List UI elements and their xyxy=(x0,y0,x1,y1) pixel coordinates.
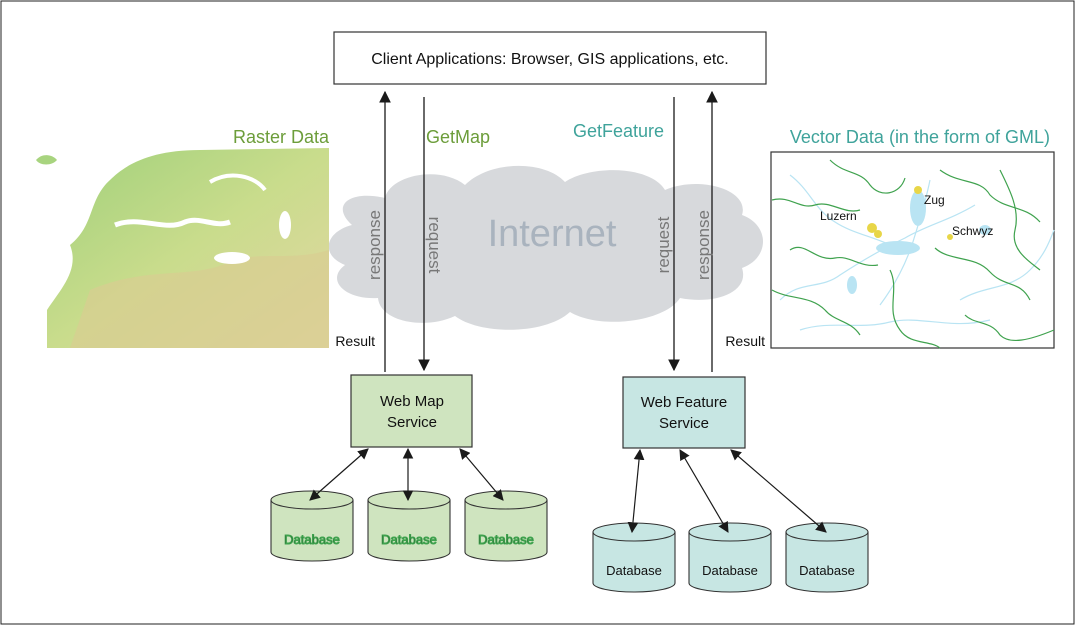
web-map-service-box xyxy=(350,374,473,448)
getfeature-label: GetFeature xyxy=(573,121,664,141)
raster-map xyxy=(36,148,329,348)
place-label-zug: Zug xyxy=(924,193,945,207)
zug-marker xyxy=(914,186,922,194)
wfs-response-text: response xyxy=(694,210,713,280)
wms-db3-arrow xyxy=(459,448,504,501)
getmap-label: GetMap xyxy=(426,127,490,147)
wms-database-2-label: Database xyxy=(381,532,437,547)
lake-lucerne xyxy=(876,241,920,255)
luzern-marker xyxy=(867,223,877,233)
wms-database-3-label: Database xyxy=(478,532,534,547)
wms-database-2: Database xyxy=(367,490,451,562)
wfs-database-1: Database xyxy=(592,522,676,593)
wms-request-text: request xyxy=(425,217,444,274)
schwyz-marker xyxy=(947,234,953,240)
wfs-database-2-label: Database xyxy=(702,563,758,578)
internet-label: Internet xyxy=(488,213,617,255)
wfs-db2-arrow xyxy=(679,449,729,533)
internet-cloud xyxy=(328,165,763,330)
wms-database-3: Database xyxy=(464,490,548,562)
client-applications-box xyxy=(333,31,767,85)
wfs-database-3-label: Database xyxy=(799,563,855,578)
web-feature-service-box xyxy=(622,376,746,449)
wfs-database-1-label: Database xyxy=(606,563,662,578)
wfs-request-text: request xyxy=(654,216,673,273)
raster-result-label: Result xyxy=(335,333,375,349)
place-label-schwyz: Schwyz xyxy=(952,224,993,238)
wfs-db1-arrow xyxy=(627,448,645,534)
place-label-luzern: Luzern xyxy=(820,209,857,223)
wms-database-1: Database xyxy=(270,490,354,562)
web-map-service-line2: Service xyxy=(387,414,437,431)
web-feature-service-line2: Service xyxy=(659,415,709,432)
wms-database-1-label: Database xyxy=(284,532,340,547)
vector-data-title: Vector Data (in the form of GML) xyxy=(790,127,1050,147)
web-feature-service-line1: Web Feature xyxy=(641,394,727,411)
wfs-database-3: Database xyxy=(785,522,869,593)
vector-result-label: Result xyxy=(725,333,765,349)
wms-response-text: response xyxy=(365,210,384,280)
wms-db1-arrow xyxy=(309,448,369,501)
lake-zug xyxy=(910,190,926,226)
raster-data-title: Raster Data xyxy=(233,127,330,147)
wfs-database-2: Database xyxy=(688,522,772,593)
web-map-service-line1: Web Map xyxy=(380,393,444,410)
vector-map: Zug Luzern Schwyz xyxy=(770,151,1055,349)
wfs-db3-arrow xyxy=(730,449,827,533)
client-applications-label: Client Applications: Browser, GIS applic… xyxy=(371,51,729,68)
